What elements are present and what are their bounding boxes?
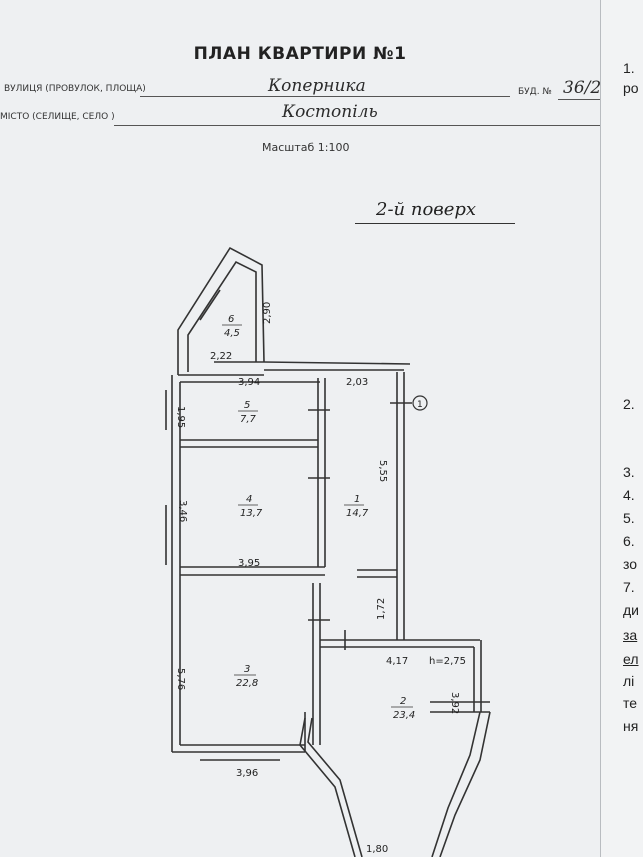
- marker-label: 1: [417, 400, 423, 410]
- right-page-item: 1.: [623, 60, 635, 76]
- dim-5-76: 5,76: [175, 668, 186, 690]
- dim-1-72: 1,72: [376, 598, 387, 620]
- dim-3-46: 3,46: [177, 500, 188, 522]
- dim-h-2-75: h=2,75: [429, 656, 466, 667]
- right-page-item: 6.: [623, 533, 635, 549]
- right-page-item: ро: [623, 80, 639, 96]
- room-1-number: 1: [354, 494, 360, 505]
- city-value: Костопіль: [282, 102, 378, 122]
- right-page-item: 3.: [623, 464, 635, 480]
- dim-3-96: 3,96: [236, 768, 258, 779]
- room-6-area: 4,5: [224, 328, 240, 339]
- right-page-item: ел: [623, 651, 639, 667]
- room-2-number: 2: [400, 696, 406, 707]
- building-label: БУД. №: [518, 87, 552, 97]
- room-6-number: 6: [228, 314, 234, 325]
- marker-circle: [412, 395, 428, 411]
- right-page-item: зо: [623, 556, 638, 572]
- page-title: ПЛАН КВАРТИРИ №1: [193, 44, 407, 64]
- room-4-area: 13,7: [240, 508, 263, 519]
- room-1-area: 14,7: [346, 508, 369, 519]
- street-label: ВУЛИЦЯ (ПРОВУЛОК, ПЛОЩА): [4, 84, 146, 94]
- room-3-area: 22,8: [236, 678, 258, 689]
- floor-underline: [355, 223, 515, 224]
- room-2-area: 23,4: [393, 710, 415, 721]
- right-page-item: 4.: [623, 487, 635, 503]
- floor-plan: 1 6 4,5 5 7,7 4 13,7 1 14,7 3 22,8 2 23,…: [165, 246, 491, 857]
- right-page-item: лі: [623, 673, 635, 689]
- dim-2-22: 2,22: [210, 351, 232, 362]
- room-4-number: 4: [246, 494, 252, 505]
- dim-1-80: 1,80: [366, 844, 388, 855]
- dim-2-03: 2,03: [346, 377, 368, 388]
- dim-3-94: 3,94: [238, 377, 260, 388]
- street-underline: [140, 96, 510, 97]
- dim-5-55: 5,55: [377, 460, 388, 482]
- room-5-area: 7,7: [240, 414, 257, 425]
- right-page-item: 2.: [623, 396, 635, 412]
- building-underline: [558, 99, 600, 100]
- scale-label: Масштаб 1:100: [262, 141, 350, 154]
- right-page-item: ня: [623, 718, 639, 734]
- dim-2-90: 2,90: [262, 302, 273, 324]
- right-page-item: те: [623, 695, 638, 711]
- right-page-item: 7.: [623, 579, 635, 595]
- dim-1-95: 1,95: [175, 406, 186, 428]
- right-page-item: 5.: [623, 510, 635, 526]
- room-5-number: 5: [244, 400, 250, 411]
- floor-label: 2-й поверх: [376, 199, 477, 220]
- building-value: 36/2: [563, 78, 600, 98]
- city-label: МІСТО (СЕЛИЩЕ, СЕЛО ): [0, 112, 115, 122]
- right-page-item: ди: [623, 602, 639, 618]
- adjacent-page: [600, 0, 643, 857]
- dim-3-95: 3,95: [238, 558, 260, 569]
- plan-sheet: ПЛАН КВАРТИРИ №1 ВУЛИЦЯ (ПРОВУЛОК, ПЛОЩА…: [0, 0, 600, 857]
- city-underline: [114, 125, 600, 126]
- room6-outline: [177, 246, 265, 375]
- room-3-number: 3: [244, 664, 250, 675]
- right-page-item: за: [623, 627, 638, 643]
- dim-4-17: 4,17: [386, 656, 408, 667]
- dim-3-92: 3,92: [449, 692, 460, 714]
- street-value: Коперника: [268, 76, 366, 96]
